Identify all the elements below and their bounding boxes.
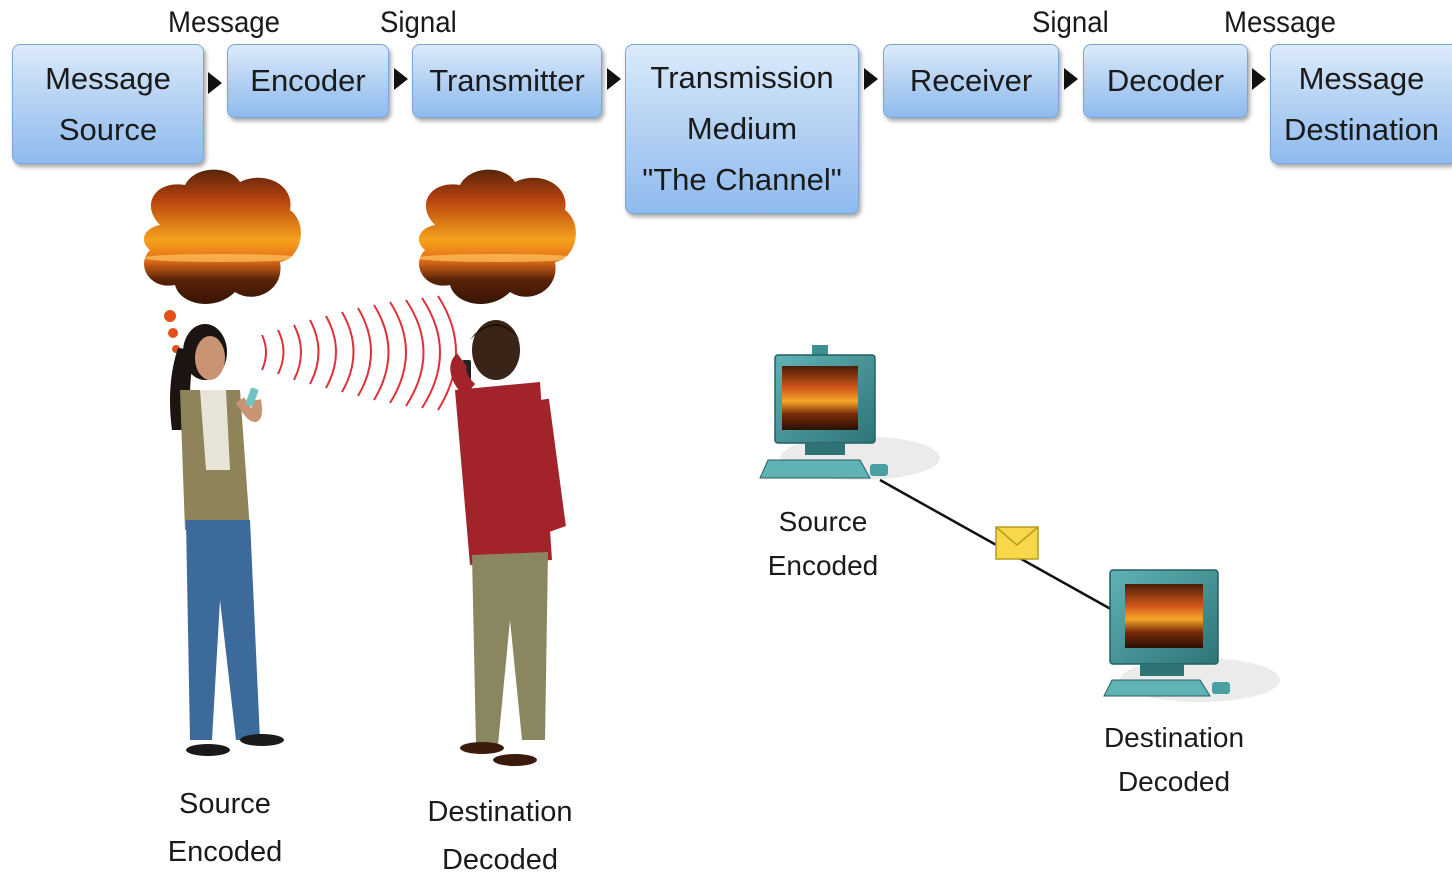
arrow-6 (1252, 68, 1266, 90)
caption-network-source: Source Encoded (755, 500, 891, 588)
arrow-3 (607, 68, 621, 90)
box-decoder: Decoder (1083, 44, 1248, 118)
box-medium-line2: Medium (686, 110, 798, 146)
envelope-icon (995, 526, 1039, 560)
label-message-right: Message (1224, 6, 1336, 39)
box-message-source-line2: Source (58, 111, 158, 147)
arrow-1 (208, 72, 222, 94)
woman-figure (170, 324, 284, 756)
caption-network-source-line1: Source (778, 506, 868, 537)
label-signal-left: Signal (380, 6, 457, 39)
caption-human-destination-line2: Decoded (441, 844, 559, 876)
label-signal-right: Signal (1032, 6, 1109, 39)
box-medium-line3: "The Channel" (642, 161, 842, 197)
computer-source-icon (759, 345, 940, 480)
caption-human-source: Source Encoded (150, 780, 300, 876)
box-encoder-line1: Encoder (250, 63, 366, 98)
arrow-4 (864, 68, 878, 90)
thought-cloud-left (143, 169, 301, 304)
caption-human-source-line1: Source (179, 788, 271, 820)
caption-network-source-line2: Encoded (767, 550, 879, 581)
sound-waves (261, 295, 457, 411)
arrow-2 (394, 68, 408, 90)
box-transmitter: Transmitter (412, 44, 602, 118)
box-transmission-medium: Transmission Medium "The Channel" (625, 44, 859, 214)
computer-destination-icon (1103, 569, 1280, 702)
thought-cloud-right (418, 169, 576, 304)
box-message-destination: Message Destination (1270, 44, 1452, 164)
box-receiver-line1: Receiver (909, 63, 1033, 98)
box-encoder: Encoder (227, 44, 389, 118)
caption-network-destination-line2: Decoded (1117, 766, 1231, 797)
box-receiver: Receiver (883, 44, 1059, 118)
caption-network-destination-line1: Destination (1103, 722, 1245, 753)
man-figure (450, 320, 566, 766)
caption-human-destination-line1: Destination (427, 796, 573, 828)
caption-human-destination: Destination Decoded (410, 788, 590, 884)
box-decoder-line1: Decoder (1106, 63, 1225, 98)
box-message-source-line1: Message (45, 60, 171, 96)
box-message-destination-line1: Message (1298, 60, 1425, 96)
label-message-left: Message (168, 6, 280, 39)
box-message-destination-line2: Destination (1283, 111, 1440, 147)
arrow-5 (1064, 68, 1078, 90)
thought-bubble-dot (164, 310, 176, 322)
caption-human-source-line2: Encoded (167, 836, 283, 868)
thought-bubble-dot (168, 328, 178, 338)
box-medium-line1: Transmission (650, 60, 834, 96)
box-message-source: Message Source (12, 44, 204, 164)
caption-network-destination: Destination Decoded (1090, 716, 1258, 804)
box-transmitter-line1: Transmitter (429, 63, 585, 98)
